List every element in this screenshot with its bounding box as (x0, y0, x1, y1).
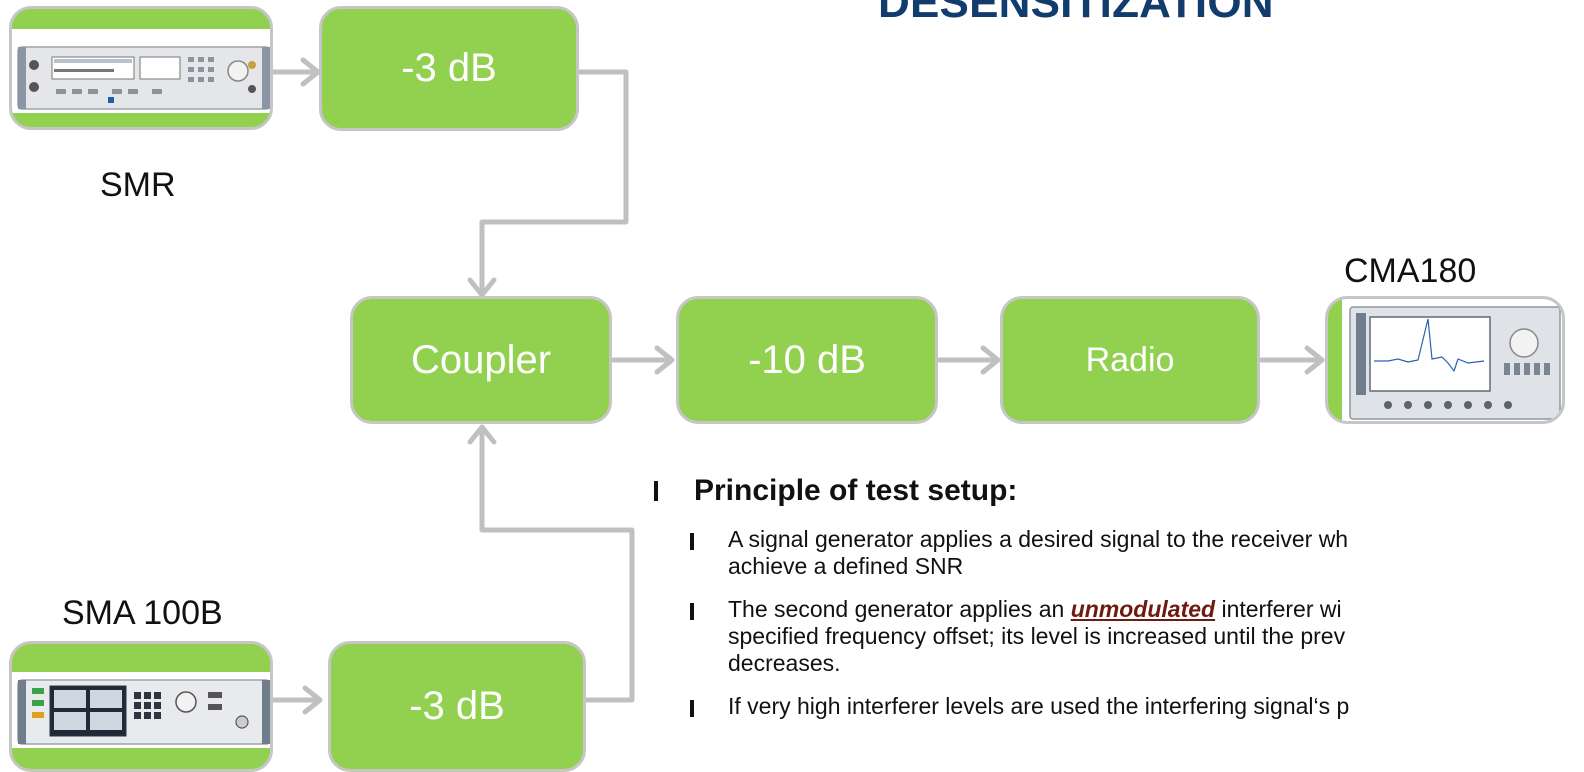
bullet-item-2-emphasis: unmodulated (1070, 596, 1216, 622)
cma180-device-icon (1342, 299, 1562, 421)
bullet-heading-text: Principle of test setup: (694, 474, 1018, 507)
smr-label: SMR (100, 166, 176, 204)
bullet-item-3-line-1: If very high interferer levels are used … (728, 693, 1350, 719)
bullet-item-2-line-2: specified frequency offset; its level is… (728, 623, 1346, 649)
arrow-radio-to-cma (1257, 345, 1325, 375)
cma180-instrument-card (1325, 296, 1565, 424)
bullet-item-2: The second generator applies an unmodula… (690, 596, 1584, 677)
sma100b-instrument-card (9, 641, 273, 772)
bullet-item-2-line-1: The second generator applies an unmodula… (728, 596, 1584, 623)
bullet-item-1-line-2: achieve a defined SNR (728, 553, 964, 579)
smr-instrument-card (9, 6, 273, 130)
bullet-item-1-line-1: A signal generator applies a desired sig… (728, 526, 1349, 552)
arrow-smr-to-attenuator (269, 57, 321, 87)
arrow-coupler-to-attenuator (609, 345, 675, 375)
bullet-item-1: A signal generator applies a desired sig… (690, 526, 1584, 580)
bullet-marker-icon (654, 481, 658, 501)
bullet-marker-icon (690, 603, 694, 620)
bullet-item-2-post: interferer wi (1215, 596, 1342, 622)
bullet-heading: Principle of test setup: (654, 474, 1584, 508)
cma180-label: CMA180 (1344, 252, 1477, 290)
sma100b-device-icon (12, 672, 270, 748)
slide-title: DESENSITIZATION (878, 0, 1274, 27)
arrow-sma-to-attenuator (269, 685, 323, 715)
bullet-item-2-line-3: decreases. (728, 650, 841, 676)
test-setup-description: Principle of test setup: A signal genera… (654, 474, 1584, 720)
coupler-block: Coupler (350, 296, 612, 424)
attenuator-top-block: -3 dB (319, 6, 579, 131)
bullet-marker-icon (690, 700, 694, 717)
radio-block: Radio (1000, 296, 1260, 424)
arrow-attenuator-to-radio (935, 345, 1001, 375)
bullet-item-2-pre: The second generator applies an (728, 596, 1071, 622)
sma100b-label: SMA 100B (62, 594, 223, 632)
bullet-marker-icon (690, 533, 694, 550)
bullet-item-3: If very high interferer levels are used … (690, 693, 1584, 720)
attenuator-bottom-block: -3 dB (328, 641, 586, 772)
attenuator-mid-block: -10 dB (676, 296, 938, 424)
smr-device-icon (12, 29, 270, 113)
